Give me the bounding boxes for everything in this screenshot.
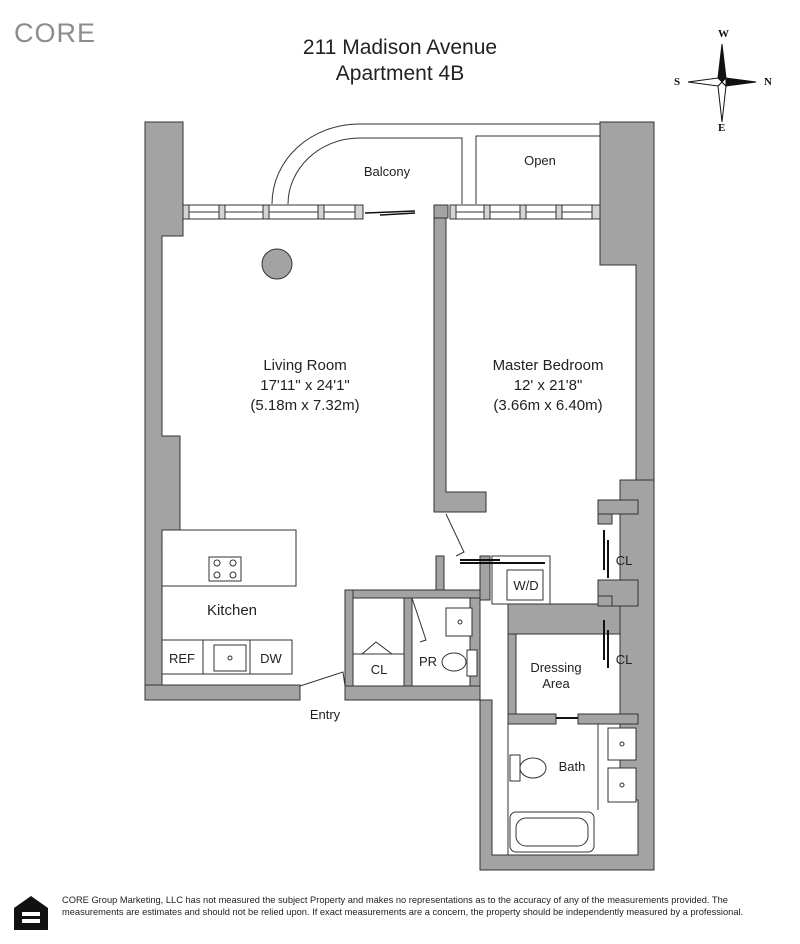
dressing-area-label: Dressing Area <box>520 660 592 692</box>
balcony-label: Balcony <box>363 164 411 179</box>
bedroom-door <box>445 513 465 557</box>
equal-housing-icon <box>14 896 48 930</box>
pr-door <box>411 597 427 643</box>
compass-rose-icon <box>687 43 757 123</box>
entry-closet-doors <box>361 641 393 655</box>
kitchen-label: Kitchen <box>206 602 258 619</box>
open-label: Open <box>524 153 556 168</box>
master-bedroom-dims-imperial: 12' x 21'8" <box>513 377 583 394</box>
bath-toilet <box>519 757 547 779</box>
dressing-area-line1: Dressing <box>530 660 582 675</box>
master-bedroom-dims-metric: (3.66m x 6.40m) <box>493 397 603 414</box>
living-room-label: Living Room 17'11" x 24'1" (5.18m x 7.32… <box>225 356 385 416</box>
property-address: 211 Madison Avenue <box>302 36 498 59</box>
disclaimer-text: CORE Group Marketing, LLC has not measur… <box>62 895 744 917</box>
bottom-wall-mid <box>344 685 481 701</box>
pr-toilet <box>441 652 467 672</box>
entry-closet-label: CL <box>370 662 388 677</box>
master-bedroom-name: Master Bedroom <box>492 357 604 374</box>
closet-upper-label: CL <box>615 553 633 568</box>
compass-east: E <box>718 122 726 134</box>
bath-label: Bath <box>558 759 586 774</box>
entry-label: Entry <box>309 707 341 722</box>
hall-wall <box>344 589 481 599</box>
balcony-curve-inner <box>287 137 463 205</box>
living-room-dims-imperial: 17'11" x 24'1" <box>260 377 350 394</box>
washer-dryer-label: W/D <box>513 578 539 593</box>
apartment-unit: Apartment 4B <box>335 62 465 85</box>
balcony-curve-outer <box>271 123 600 205</box>
dw-label: DW <box>260 651 282 666</box>
dressing-area-line2: Area <box>542 676 570 691</box>
ref-label: REF <box>169 651 195 666</box>
open-area-outline <box>475 135 600 204</box>
compass-north: N <box>764 76 772 88</box>
core-logo: CORE <box>14 18 97 48</box>
entry-door <box>299 671 346 687</box>
right-wall-top <box>599 121 655 481</box>
living-room-dims-metric: (5.18m x 7.32m) <box>250 397 360 414</box>
powder-room-label: PR <box>418 654 438 669</box>
left-wall <box>144 121 184 701</box>
bottom-wall-left <box>144 684 301 701</box>
living-room-name: Living Room <box>263 357 347 374</box>
cooktop <box>208 556 242 582</box>
closet-lower-label: CL <box>615 652 633 667</box>
column <box>261 248 293 280</box>
compass-south: S <box>674 76 681 88</box>
master-bedroom-label: Master Bedroom 12' x 21'8" (3.66m x 6.40… <box>468 356 628 416</box>
compass-west: W <box>718 28 729 40</box>
washer-dryer <box>506 569 544 601</box>
